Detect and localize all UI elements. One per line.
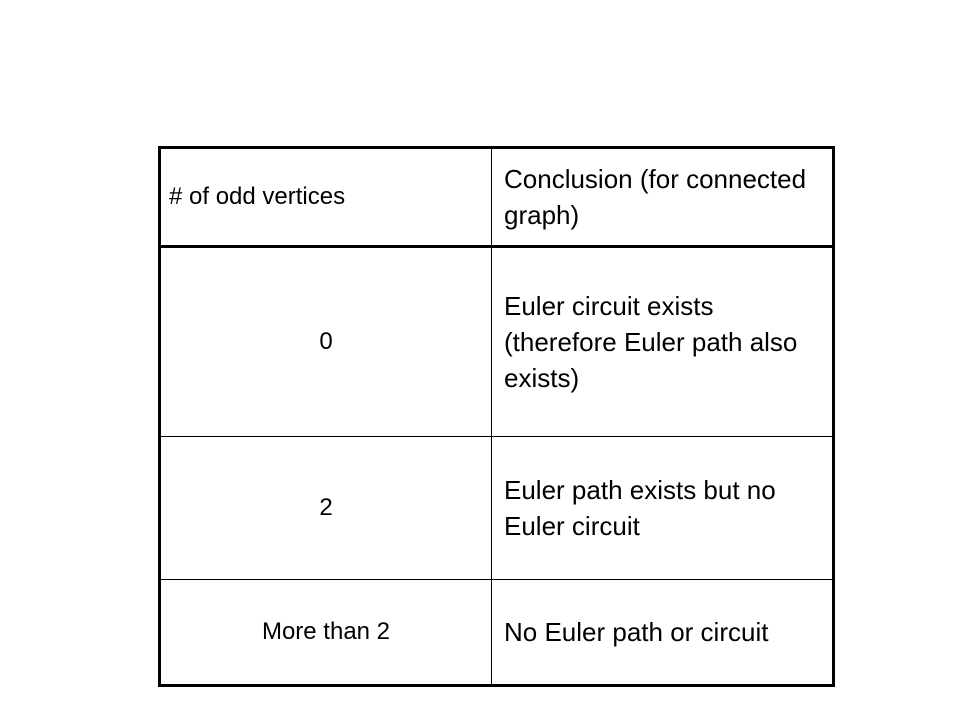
cell-conclusion: Euler path exists but no Euler circuit [491,436,834,580]
header-odd-vertices: # of odd vertices [159,147,492,248]
euler-table: # of odd vertices Conclusion (for connec… [158,146,835,687]
cell-odd-vertices: 0 [159,246,492,437]
cell-conclusion: No Euler path or circuit [504,617,769,647]
table-row: More than 2 No Euler path or circuit [159,579,834,686]
table-row: 2 Euler path exists but no Euler circuit [159,436,834,580]
table-row: 0 Euler circuit exists (therefore Euler … [159,246,834,437]
table-header-row: # of odd vertices Conclusion (for connec… [159,147,834,248]
header-conclusion: Conclusion (for connected graph) [491,147,834,248]
cell-odd-vertices: More than 2 [159,579,492,686]
cell-conclusion: Euler circuit exists (therefore Euler pa… [491,246,834,437]
cell-odd-vertices: 2 [159,436,492,580]
